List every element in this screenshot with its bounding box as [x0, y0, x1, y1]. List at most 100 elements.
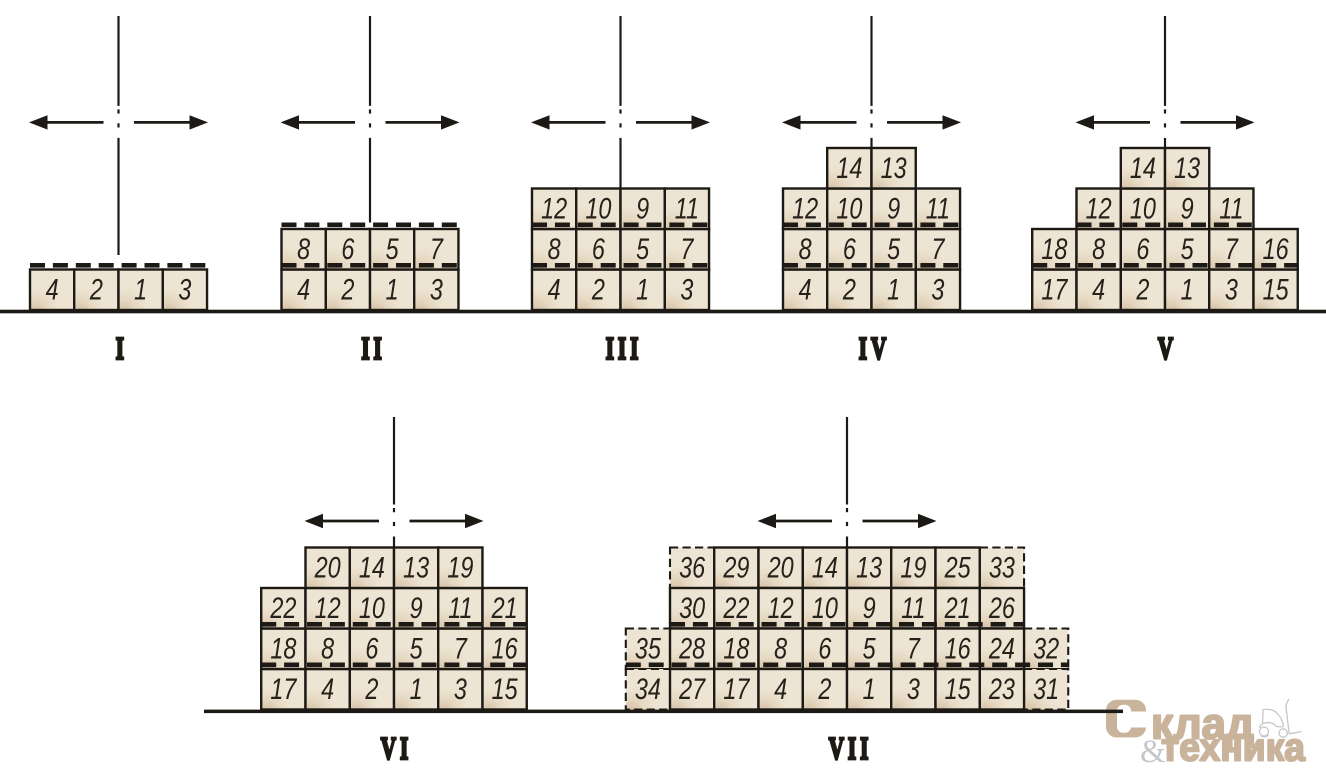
svg-text:18: 18 — [723, 632, 749, 665]
svg-text:2: 2 — [842, 273, 856, 306]
svg-text:V: V — [1158, 331, 1177, 366]
svg-text:II: II — [361, 331, 385, 366]
svg-text:17: 17 — [270, 672, 297, 705]
svg-text:31: 31 — [1033, 672, 1059, 705]
svg-text:техника: техника — [1161, 727, 1305, 770]
svg-text:8: 8 — [774, 632, 787, 665]
svg-text:VII: VII — [829, 731, 873, 766]
svg-text:6: 6 — [341, 232, 354, 265]
svg-text:1: 1 — [863, 672, 876, 705]
svg-text:3: 3 — [178, 273, 191, 306]
svg-text:17: 17 — [1041, 273, 1068, 306]
svg-text:3: 3 — [931, 273, 944, 306]
svg-text:15: 15 — [492, 672, 519, 705]
svg-text:6: 6 — [1136, 232, 1149, 265]
svg-text:10: 10 — [1130, 192, 1156, 225]
svg-text:2: 2 — [591, 273, 605, 306]
svg-text:5: 5 — [636, 232, 650, 265]
svg-text:2: 2 — [341, 273, 355, 306]
svg-text:13: 13 — [881, 151, 907, 184]
svg-text:12: 12 — [541, 192, 567, 225]
svg-text:16: 16 — [492, 632, 518, 665]
svg-text:20: 20 — [767, 551, 794, 584]
svg-text:21: 21 — [491, 591, 518, 624]
svg-text:11: 11 — [926, 192, 950, 225]
svg-text:III: III — [606, 331, 643, 366]
svg-text:25: 25 — [944, 551, 972, 584]
svg-text:12: 12 — [315, 591, 341, 624]
svg-text:2: 2 — [89, 273, 103, 306]
svg-text:12: 12 — [792, 192, 818, 225]
svg-text:20: 20 — [314, 551, 341, 584]
svg-text:23: 23 — [988, 672, 1015, 705]
svg-text:27: 27 — [678, 672, 706, 705]
svg-text:5: 5 — [887, 232, 901, 265]
svg-text:14: 14 — [1130, 151, 1156, 184]
svg-text:36: 36 — [679, 551, 705, 584]
svg-text:15: 15 — [1263, 273, 1290, 306]
svg-text:7: 7 — [680, 232, 694, 265]
svg-text:30: 30 — [679, 591, 705, 624]
svg-text:24: 24 — [988, 632, 1015, 665]
svg-text:8: 8 — [799, 232, 812, 265]
svg-text:8: 8 — [321, 632, 334, 665]
svg-text:4: 4 — [297, 273, 310, 306]
svg-text:19: 19 — [447, 551, 473, 584]
svg-text:18: 18 — [270, 632, 296, 665]
svg-text:10: 10 — [812, 591, 838, 624]
svg-text:26: 26 — [988, 591, 1015, 624]
svg-text:9: 9 — [863, 591, 876, 624]
svg-text:2: 2 — [1136, 273, 1150, 306]
svg-text:IV: IV — [859, 331, 890, 366]
svg-text:1: 1 — [636, 273, 649, 306]
svg-text:9: 9 — [887, 192, 900, 225]
svg-text:1: 1 — [386, 273, 399, 306]
svg-text:13: 13 — [403, 551, 429, 584]
svg-text:7: 7 — [1225, 232, 1239, 265]
svg-text:4: 4 — [548, 273, 561, 306]
svg-text:19: 19 — [900, 551, 926, 584]
svg-text:6: 6 — [365, 632, 378, 665]
svg-text:14: 14 — [359, 551, 385, 584]
svg-text:18: 18 — [1041, 232, 1067, 265]
svg-text:15: 15 — [945, 672, 972, 705]
svg-text:8: 8 — [548, 232, 561, 265]
svg-text:3: 3 — [430, 273, 443, 306]
svg-text:6: 6 — [843, 232, 856, 265]
svg-text:VI: VI — [381, 731, 412, 766]
svg-text:16: 16 — [945, 632, 971, 665]
svg-text:17: 17 — [723, 672, 750, 705]
svg-text:9: 9 — [410, 591, 423, 624]
svg-text:28: 28 — [678, 632, 705, 665]
svg-text:12: 12 — [768, 591, 794, 624]
svg-text:4: 4 — [1092, 273, 1105, 306]
svg-text:9: 9 — [636, 192, 649, 225]
svg-text:35: 35 — [635, 632, 662, 665]
svg-text:22: 22 — [270, 591, 297, 624]
svg-text:5: 5 — [1181, 232, 1195, 265]
svg-text:4: 4 — [799, 273, 812, 306]
svg-text:5: 5 — [386, 232, 400, 265]
svg-text:клад: клад — [1151, 700, 1254, 749]
svg-text:5: 5 — [410, 632, 424, 665]
svg-text:11: 11 — [675, 192, 699, 225]
svg-text:29: 29 — [723, 551, 750, 584]
svg-text:1: 1 — [887, 273, 900, 306]
svg-text:7: 7 — [454, 632, 468, 665]
svg-text:8: 8 — [297, 232, 310, 265]
svg-text:3: 3 — [680, 273, 693, 306]
svg-text:14: 14 — [836, 151, 862, 184]
svg-text:1: 1 — [410, 672, 423, 705]
svg-text:21: 21 — [944, 591, 971, 624]
svg-text:12: 12 — [1086, 192, 1112, 225]
svg-text:I: I — [116, 331, 128, 366]
svg-text:11: 11 — [901, 591, 925, 624]
svg-text:13: 13 — [1174, 151, 1200, 184]
svg-text:6: 6 — [592, 232, 605, 265]
svg-text:4: 4 — [46, 273, 59, 306]
svg-text:8: 8 — [1092, 232, 1105, 265]
svg-text:6: 6 — [818, 632, 831, 665]
svg-text:14: 14 — [812, 551, 838, 584]
svg-text:11: 11 — [448, 591, 472, 624]
svg-text:33: 33 — [989, 551, 1015, 584]
